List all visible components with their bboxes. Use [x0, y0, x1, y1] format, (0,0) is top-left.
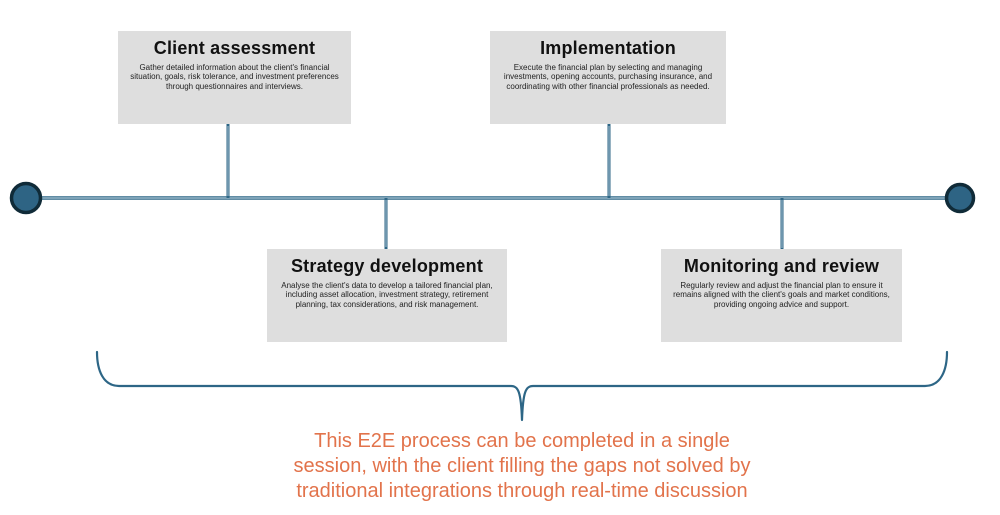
- stage-title-implementation: Implementation: [540, 38, 676, 58]
- annotation-line-3: traditional integrations through real-ti…: [296, 480, 748, 502]
- annotation-line-1: This E2E process can be completed in a s…: [314, 430, 730, 452]
- stage-box-client-assessment: Client assessment Gather detailed inform…: [118, 31, 351, 124]
- annotation-text: This E2E process can be completed in a s…: [252, 429, 792, 504]
- stage-description-implementation: Execute the financial plan by selecting …: [503, 62, 713, 92]
- stage-description-client-assessment: Gather detailed information about the cl…: [130, 62, 339, 92]
- stage-box-strategy-development: Strategy development Analyse the client'…: [267, 249, 507, 342]
- stage-title-client-assessment: Client assessment: [153, 38, 316, 58]
- stage-box-implementation: Implementation Execute the financial pla…: [490, 31, 726, 124]
- stage-description-strategy-development: Analyse the client's data to develop a t…: [281, 280, 493, 310]
- brace-bracket: [95, 350, 949, 422]
- stage-title-monitoring-review: Monitoring and review: [683, 256, 880, 276]
- stage-box-monitoring-review: Monitoring and review Regularly review a…: [661, 249, 902, 342]
- stage-description-monitoring-review: Regularly review and adjust the financia…: [673, 280, 890, 310]
- timeline-endpoint-right: [944, 182, 976, 214]
- stage-title-strategy-development: Strategy development: [290, 256, 484, 276]
- annotation-line-2: session, with the client filling the gap…: [293, 455, 751, 477]
- timeline-endpoint-left: [9, 181, 43, 215]
